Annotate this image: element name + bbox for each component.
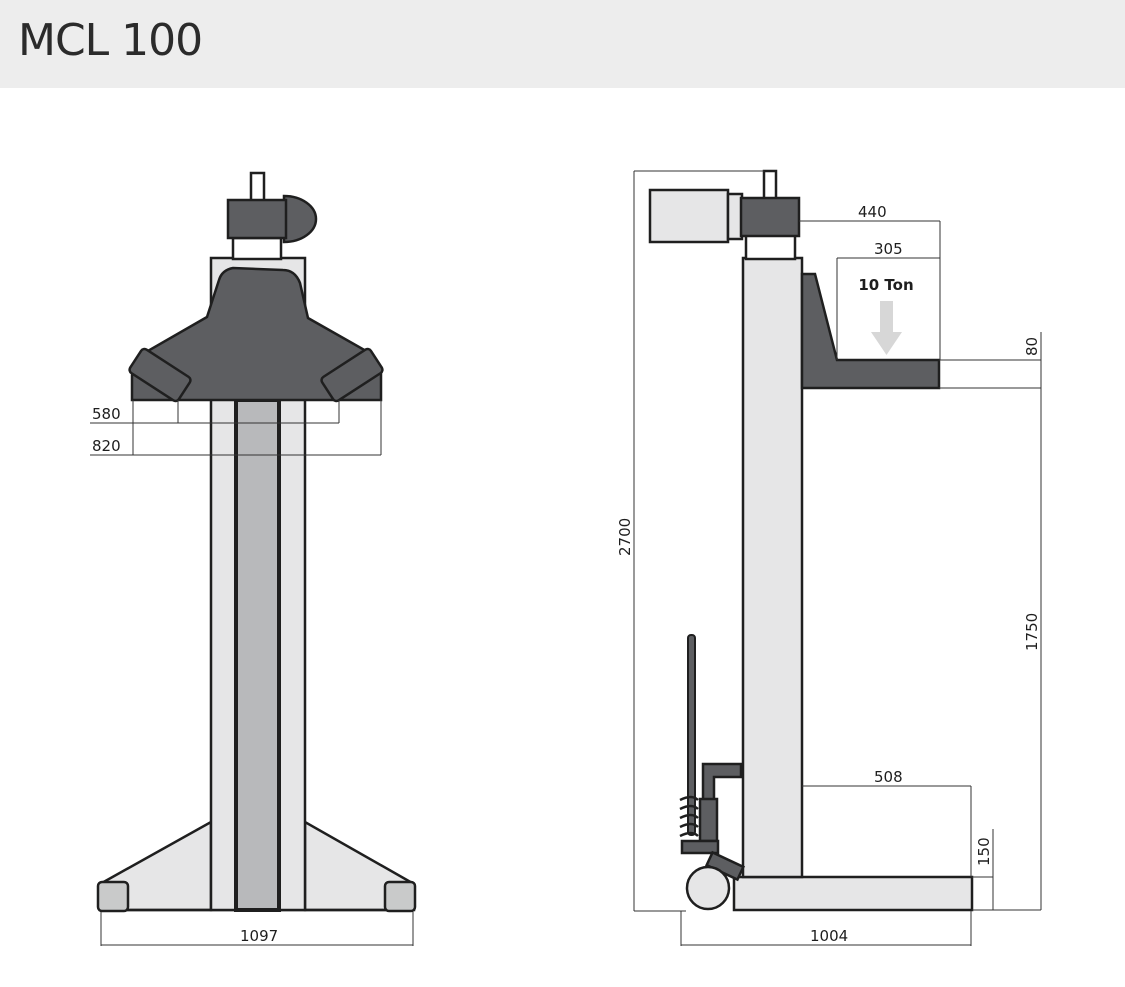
dim-80: 80 xyxy=(1023,337,1041,356)
front-view: 580 820 1097 xyxy=(90,171,417,946)
front-column-inner xyxy=(234,398,281,912)
side-base-rail xyxy=(732,875,974,912)
side-pump-body xyxy=(698,797,719,843)
dim-820: 820 xyxy=(92,437,121,455)
dim-305: 305 xyxy=(874,240,903,258)
dim-508: 508 xyxy=(874,768,903,786)
front-motor-cap xyxy=(282,194,318,244)
side-spring-icon xyxy=(679,795,699,838)
title-bar: MCL 100 xyxy=(0,0,1125,88)
front-arm-pad-left xyxy=(128,347,192,403)
load-arrow-icon xyxy=(871,301,902,355)
dim-440: 440 xyxy=(858,203,887,221)
side-handle xyxy=(687,634,696,836)
side-view: 10 Ton xyxy=(616,169,1042,946)
page-title: MCL 100 xyxy=(18,15,203,66)
dim-2700: 2700 xyxy=(616,518,634,556)
dim-580: 580 xyxy=(92,405,121,423)
side-motor-housing xyxy=(648,188,730,244)
front-post-stub xyxy=(249,171,266,203)
side-post-stub xyxy=(762,169,778,201)
front-foot-pad-left xyxy=(96,880,130,913)
load-label: 10 Ton xyxy=(858,276,913,294)
dim-1004: 1004 xyxy=(810,927,848,945)
dim-150: 150 xyxy=(975,837,993,866)
side-pump-bracket xyxy=(701,762,743,802)
front-carriage xyxy=(130,266,383,402)
front-foot-pad-right xyxy=(383,880,417,913)
front-arm-pad-right xyxy=(320,347,384,403)
dim-1750: 1750 xyxy=(1023,613,1041,651)
side-wheel xyxy=(685,865,731,911)
side-motor xyxy=(739,196,801,238)
dim-1097: 1097 xyxy=(240,927,278,945)
front-motor xyxy=(226,198,288,240)
side-column xyxy=(741,256,804,879)
side-pump-base xyxy=(680,839,720,855)
